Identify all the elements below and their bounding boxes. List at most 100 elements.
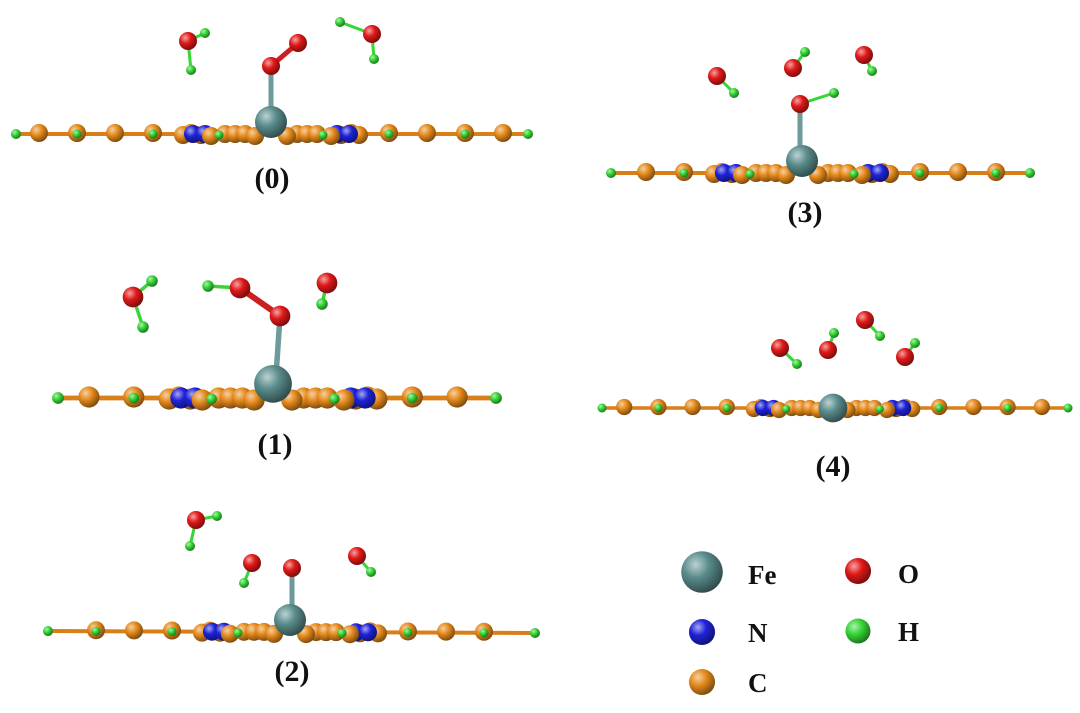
oxygen-atom bbox=[122, 286, 144, 308]
structure-panel-3 bbox=[606, 46, 1035, 184]
water-molecule bbox=[855, 46, 877, 76]
hydrogen-atom bbox=[202, 280, 214, 292]
oxygen-atom bbox=[708, 67, 726, 85]
hydrogen-atom bbox=[137, 321, 149, 333]
iron-atom bbox=[274, 604, 306, 636]
panel-label-0: (0) bbox=[254, 162, 290, 195]
hydrogen-atom bbox=[654, 403, 663, 413]
nitrogen-atom bbox=[340, 125, 358, 143]
hydrogen-atom bbox=[318, 130, 328, 140]
hydrogen-atom bbox=[148, 129, 158, 139]
fe-n4-c-sheet bbox=[11, 106, 533, 145]
carbon-atom bbox=[78, 386, 100, 408]
carbon-atom bbox=[437, 622, 455, 641]
water-molecule bbox=[708, 67, 739, 98]
panel-label-4: (4) bbox=[815, 450, 851, 483]
h-atom-icon bbox=[845, 618, 871, 644]
oxygen-atom bbox=[855, 46, 873, 64]
oxygen-atom bbox=[187, 511, 205, 529]
legend-label-c: C bbox=[748, 668, 768, 698]
hydrogen-atom bbox=[1063, 403, 1073, 413]
hydrogen-atom bbox=[128, 392, 140, 404]
fe-n4-c-sheet bbox=[606, 145, 1035, 184]
hydrogen-atom bbox=[167, 627, 177, 637]
carbon-atom bbox=[637, 163, 655, 181]
water-molecule bbox=[122, 275, 158, 333]
carbon-atom bbox=[733, 166, 751, 184]
hydrogen-atom bbox=[1003, 403, 1012, 413]
fe-n4-c-sheet bbox=[597, 393, 1073, 423]
oxygen-atom bbox=[348, 547, 366, 565]
hydrogen-atom bbox=[606, 168, 616, 178]
hydrogen-atom bbox=[329, 393, 340, 405]
hydrogen-atom bbox=[722, 403, 731, 413]
structure-panel-0 bbox=[11, 17, 533, 145]
hydrogen-atom bbox=[52, 392, 64, 404]
hydrogen-atom bbox=[212, 511, 222, 521]
carbon-atom bbox=[878, 401, 896, 419]
oxygen-atom bbox=[819, 341, 837, 359]
fe-n4-c-sheet bbox=[43, 604, 540, 644]
legend-atoms-layer bbox=[681, 551, 872, 696]
carbon-atom bbox=[322, 127, 340, 145]
oxygen-atom bbox=[856, 311, 874, 329]
carbon-atom bbox=[125, 621, 143, 640]
oxygen-atom bbox=[289, 34, 307, 52]
legend-label-fe: Fe bbox=[748, 560, 777, 590]
c-atom-icon bbox=[688, 668, 716, 696]
oxygen-atom bbox=[363, 25, 381, 43]
panel-label-1: (1) bbox=[257, 428, 293, 461]
water-molecule bbox=[185, 511, 222, 551]
carbon-atom bbox=[341, 625, 359, 644]
carbon-atom bbox=[106, 124, 124, 142]
hydrogen-atom bbox=[1025, 168, 1035, 178]
oxygen-atom bbox=[784, 59, 802, 77]
oxygen-atom bbox=[179, 32, 197, 50]
panel-label-2: (2) bbox=[274, 655, 310, 688]
oxygen-atom bbox=[229, 277, 251, 299]
hydrogen-atom bbox=[186, 65, 196, 75]
hydrogen-atom bbox=[782, 404, 791, 414]
oxygen-atom bbox=[269, 305, 291, 327]
carbon-atom bbox=[446, 386, 468, 408]
legend-label-n: N bbox=[748, 618, 768, 648]
hydrogen-atom bbox=[729, 88, 739, 98]
structure-panel-4 bbox=[597, 311, 1073, 423]
fe-atom-icon bbox=[681, 551, 723, 593]
hydrogen-atom bbox=[335, 17, 345, 27]
hydrogen-atom bbox=[214, 130, 224, 140]
hydrogen-atom bbox=[490, 392, 502, 404]
hydrogen-atom bbox=[91, 626, 101, 636]
oxygen-atom bbox=[316, 272, 338, 294]
iron-atom bbox=[818, 393, 848, 423]
carbon-atom bbox=[221, 624, 239, 643]
carbon-atom bbox=[494, 124, 512, 142]
carbon-atom bbox=[616, 398, 633, 416]
hydrogen-atom bbox=[679, 168, 689, 178]
hydrogen-atom bbox=[792, 359, 802, 369]
hydrogen-atom bbox=[43, 626, 53, 637]
hydrogen-atom bbox=[867, 66, 877, 76]
water-molecule bbox=[179, 28, 210, 75]
n-atom-icon bbox=[688, 618, 716, 646]
structure-panel-2 bbox=[43, 511, 540, 644]
carbon-atom bbox=[333, 389, 355, 411]
water-molecule bbox=[896, 338, 920, 366]
water-molecule bbox=[784, 47, 810, 77]
hydrogen-atom bbox=[11, 129, 21, 139]
water-molecule bbox=[771, 339, 802, 369]
hydrogen-atom bbox=[991, 168, 1001, 178]
legend-label-o: O bbox=[898, 559, 920, 589]
nitrogen-atom bbox=[895, 399, 912, 417]
carbon-atom bbox=[191, 389, 213, 411]
iron-atom bbox=[786, 145, 818, 177]
hydrogen-atom bbox=[523, 129, 533, 139]
hydrogen-atom bbox=[460, 129, 470, 139]
oxygen-atom bbox=[283, 559, 301, 577]
carbon-atom bbox=[853, 166, 871, 184]
hydrogen-atom bbox=[366, 567, 376, 577]
hydrogen-atom bbox=[875, 404, 884, 414]
hydrogen-atom bbox=[849, 169, 859, 179]
water-molecule bbox=[316, 272, 338, 310]
hydrogen-atom bbox=[745, 169, 755, 179]
